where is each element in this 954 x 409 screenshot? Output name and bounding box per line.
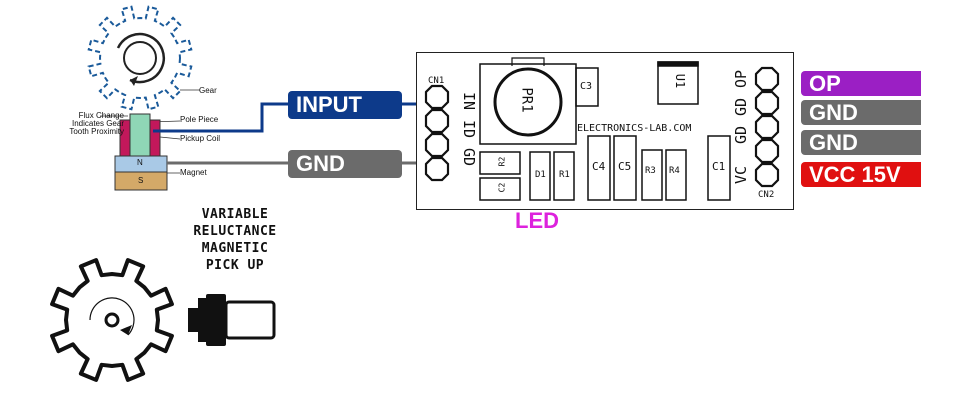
r2-label: R2 (497, 156, 507, 167)
cn2-connector (754, 66, 780, 188)
c3-component (575, 67, 599, 107)
c1-component (707, 135, 731, 201)
c5-component (613, 135, 637, 201)
d1-component (529, 151, 551, 201)
pickup-title: VARIABLE RELUCTANCE MAGNETIC PICK UP (170, 206, 300, 274)
magnet-label: Magnet (180, 168, 207, 177)
r2-component (479, 151, 521, 175)
r4-component (665, 149, 687, 201)
pickup-coil-label: Pickup Coil (180, 134, 221, 143)
output-tag-op: OP (801, 71, 921, 96)
magnet-n-label: N (137, 158, 143, 167)
pickup-gear-icon (50, 258, 174, 382)
r3-component (641, 149, 663, 201)
output-tag-vcc: VCC 15V (801, 162, 921, 187)
pickup-title-line: MAGNETIC (201, 241, 269, 256)
c1-label: C1 (712, 160, 726, 173)
flux-label: Flux Change Indicates Gear Tooth Proximi… (50, 112, 124, 136)
c2-component (479, 177, 521, 201)
right-pin-label: GD (732, 97, 751, 117)
pickup-sensor-icon (188, 294, 276, 346)
wires (153, 102, 420, 165)
left-pin-label: GD (460, 147, 479, 167)
u1-chip (657, 61, 699, 105)
website-label: ELECTRONICS-LAB.COM (577, 123, 692, 134)
c5-label: C5 (618, 160, 632, 173)
gear-label: Gear (199, 86, 217, 95)
right-pin-label: OP (732, 69, 751, 89)
pickup-illustration (50, 258, 276, 382)
sensor-diagram (87, 5, 200, 191)
pcb-artwork (424, 57, 780, 201)
gnd-tag: GND (288, 150, 402, 178)
pole-piece-label: Pole Piece (180, 115, 219, 124)
input-tag: INPUT (288, 91, 402, 119)
r4-label: R4 (669, 166, 680, 176)
left-pin-label: ID (460, 119, 479, 139)
c4-component (587, 135, 611, 201)
output-tag-gnd: GND (801, 100, 921, 125)
c3-label: C3 (580, 81, 593, 92)
cn1-label: CN1 (428, 76, 445, 86)
r1-component (553, 151, 575, 201)
u1-label: U1 (673, 73, 688, 89)
flux-label-line: Indicates Gear (71, 119, 124, 128)
input-wire (153, 102, 290, 133)
flux-label-line: Flux Change (78, 111, 124, 120)
output-tag-gnd: GND (801, 130, 921, 155)
gear-icon (87, 5, 193, 111)
r1-label: R1 (559, 170, 570, 180)
right-pin-label: VC (732, 165, 751, 185)
pickup-title-line: VARIABLE (201, 207, 269, 222)
right-pin-labels: OP GD GD VC (730, 70, 752, 190)
c4-label: C4 (592, 160, 606, 173)
flux-label-line: Tooth Proximity (69, 127, 124, 136)
left-pin-labels: IN ID GD (456, 92, 478, 176)
d1-label: D1 (535, 170, 546, 180)
c2-label: C2 (497, 182, 507, 193)
pcb-board (416, 52, 794, 210)
cn1-connector (424, 84, 450, 182)
right-pin-label: GD (732, 125, 751, 145)
cn2-label: CN2 (758, 190, 775, 200)
pickup-title-line: PICK UP (205, 258, 265, 273)
led-label: LED (515, 208, 559, 233)
pr1-label: PR1 (518, 87, 535, 113)
left-pin-label: IN (460, 91, 479, 111)
magnet-s-label: S (138, 176, 144, 185)
r3-label: R3 (645, 166, 656, 176)
pickup-title-line: RELUCTANCE (193, 224, 277, 239)
